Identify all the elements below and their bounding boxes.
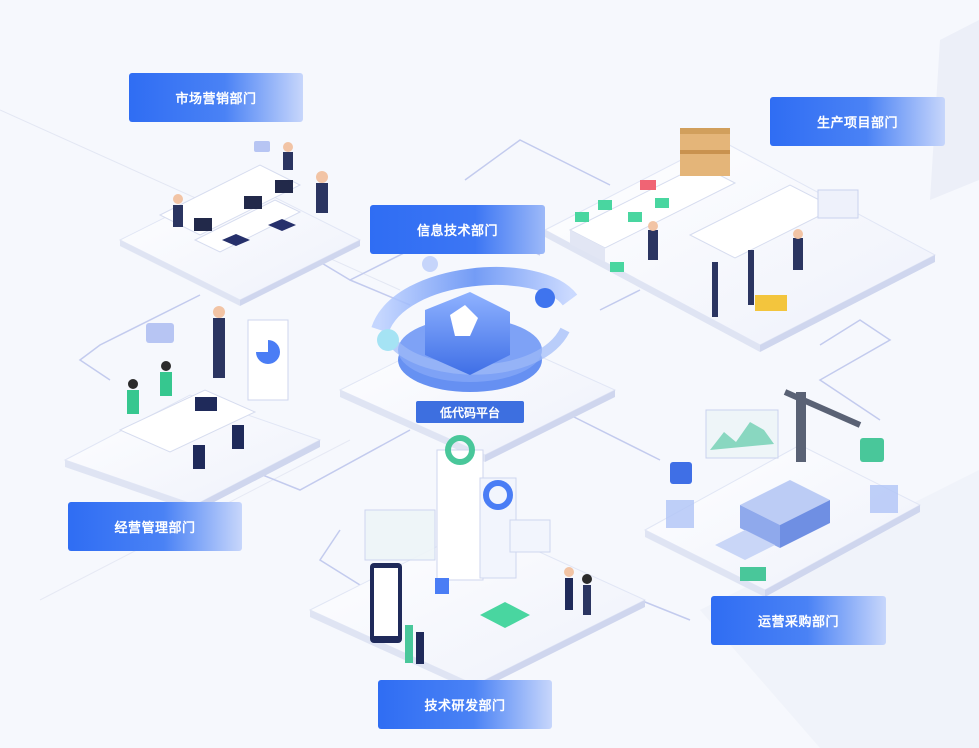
it-department-label[interactable]: 信息技术部门 — [370, 205, 545, 254]
production-scene — [543, 128, 937, 352]
marketing-scene — [118, 141, 362, 306]
procurement-department-label[interactable]: 运营采购部门 — [711, 596, 886, 645]
platform-scene — [338, 256, 617, 462]
marketing-department-label[interactable]: 市场营销部门 — [129, 73, 303, 122]
rnd-department-label[interactable]: 技术研发部门 — [378, 680, 552, 729]
procurement-scene — [643, 389, 922, 597]
platform-label[interactable]: 低代码平台 — [416, 401, 524, 423]
management-department-label[interactable]: 经营管理部门 — [68, 502, 242, 551]
rnd-scene — [308, 435, 647, 692]
management-scene — [63, 306, 322, 512]
production-department-label[interactable]: 生产项目部门 — [770, 97, 945, 146]
